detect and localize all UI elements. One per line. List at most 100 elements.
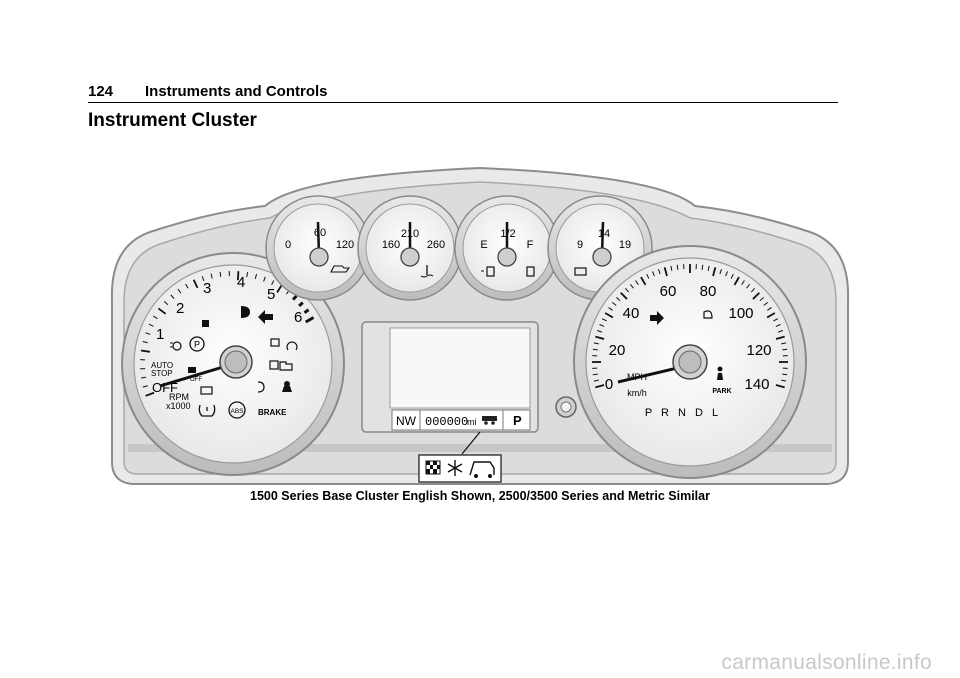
- fuel-door-icon: [481, 266, 495, 277]
- page-number: 124: [88, 83, 114, 100]
- tach-ticks-tick: [170, 294, 175, 299]
- gear-row: P R N D L: [645, 407, 721, 419]
- speedo-ticks-tick: [775, 384, 785, 389]
- tach-ticks-tick: [145, 332, 151, 335]
- tach-number-2: 2: [176, 300, 184, 317]
- tachometer: 1 2 3 4 5 6 OFF AUTO STOP RPM x1000 OFF …: [121, 252, 345, 476]
- airbag-icon: [282, 381, 292, 392]
- indicator-callout: [418, 431, 502, 483]
- speed-unit-kmh: km/h: [627, 388, 647, 398]
- speedo-ticks-tick: [652, 271, 655, 277]
- coolant-temp-gauge: 160 210 260: [357, 195, 463, 301]
- speedo-ticks-tick: [767, 307, 772, 311]
- speedo-ticks-tick: [763, 301, 769, 306]
- speedo-ticks-tick: [592, 348, 598, 351]
- oil-pressure-gauge: 0 60 120: [265, 195, 371, 301]
- speedo-ticks-tick: [676, 264, 679, 270]
- checkered-flag-icon: [425, 460, 441, 475]
- figure-caption: 1500 Series Base Cluster English Shown, …: [250, 489, 710, 503]
- tach-ticks-tick: [163, 301, 169, 306]
- speedo-ticks-tick: [782, 348, 788, 351]
- volt-tick-low: 9: [577, 239, 583, 251]
- center-display: NW 000000 mi P: [361, 321, 539, 433]
- fuel-gauge: E 1/2 F: [454, 195, 560, 301]
- snowflake-icon: [447, 460, 463, 476]
- temp-tick-high: 260: [427, 239, 445, 251]
- speedo-ticks-tick: [595, 384, 605, 389]
- tach-ticks-tick: [271, 280, 275, 286]
- page-header: 124 Instruments and Controls: [88, 82, 838, 103]
- fuel-tick-full: F: [527, 239, 534, 251]
- speedo-ticks-tick: [733, 276, 740, 286]
- speedo-ticks-tick: [629, 283, 634, 289]
- speedo-ticks-tick: [766, 312, 776, 319]
- trip-reset-stem: [555, 396, 577, 418]
- speedo-ticks-tick: [625, 287, 630, 293]
- section-title: Instrument Cluster: [88, 110, 257, 131]
- traction-off-label: OFF: [190, 377, 202, 383]
- speedo-ticks-tick: [658, 269, 661, 275]
- seatbelt-reminder-icon: [717, 366, 723, 380]
- speedo-ticks-tick: [635, 280, 639, 285]
- tach-number-3: 3: [203, 280, 211, 297]
- tach-ticks-tick: [145, 391, 155, 397]
- high-beam-icon: [241, 306, 250, 318]
- tach-ticks-tick: [142, 385, 148, 388]
- speedo-ticks-tick: [777, 330, 783, 333]
- headlamp-icon: [257, 381, 265, 393]
- speedometer-ticks: [592, 264, 788, 389]
- speed-number-40: 40: [623, 305, 640, 322]
- speedo-ticks-tick: [707, 265, 710, 271]
- speed-number-0: 0: [605, 376, 613, 393]
- speedo-ticks-tick: [646, 273, 650, 279]
- speed-number-80: 80: [700, 283, 717, 300]
- compass-heading: NW: [396, 414, 417, 428]
- turn-signal-icon: [258, 310, 273, 324]
- speedo-ticks-tick: [775, 324, 781, 327]
- turn-signal-right-icon: [650, 311, 664, 325]
- speedo-ticks-tick: [608, 307, 613, 311]
- speedo-ticks-tick: [593, 379, 599, 382]
- tach-ticks-tick: [185, 283, 189, 289]
- tach-ticks-tick: [254, 273, 258, 279]
- speedo-ticks-tick: [670, 265, 673, 271]
- tach-ticks-tick: [246, 272, 249, 278]
- gear-indicator: P: [513, 413, 522, 428]
- speedo-ticks-tick: [781, 379, 787, 382]
- rpm-unit-line1: RPM: [169, 392, 189, 402]
- speedo-ticks-tick: [592, 373, 598, 376]
- speed-number-60: 60: [660, 283, 677, 300]
- odometer-value: 000000: [425, 415, 468, 429]
- temp-tick-low: 160: [382, 239, 400, 251]
- driver-alert-icon: [703, 310, 713, 319]
- tach-number-4: 4: [237, 274, 245, 291]
- battery-icon: [200, 386, 213, 395]
- speedo-ticks-tick: [741, 280, 745, 285]
- speedo-ticks-tick: [781, 342, 787, 345]
- check-engine-icon: [279, 361, 293, 371]
- park-brake-icon: P: [189, 336, 205, 352]
- volt-tick-mid: 14: [598, 228, 610, 240]
- speedo-ticks-tick: [746, 283, 751, 289]
- speedo-ticks-tick: [595, 335, 605, 340]
- tach-ticks-tick: [210, 273, 213, 279]
- small-gauges: 0 60 120 160 210 260 E 1/2 F: [265, 195, 653, 301]
- tach-number-6: 6: [294, 309, 302, 326]
- speed-number-20: 20: [609, 342, 626, 359]
- speedo-ticks-tick: [620, 292, 628, 300]
- speedo-ticks-tick: [725, 271, 728, 277]
- abs-icon-label: ABS: [230, 408, 244, 415]
- speedo-ticks-tick: [752, 292, 760, 300]
- speedometer: 0 20 40 60 80 100 120 140 MPH km/h PARK …: [573, 245, 807, 479]
- tach-number-1: 1: [156, 326, 164, 343]
- cruise-icon: [286, 341, 298, 351]
- speedo-ticks-tick: [719, 269, 722, 275]
- oil-tick-high: 120: [336, 239, 354, 251]
- tachometer-ticks: [140, 271, 315, 397]
- speedo-ticks-tick: [773, 318, 779, 322]
- lane-keep-icon: [269, 360, 279, 370]
- tach-ticks-tick: [236, 271, 240, 281]
- foglamp-icon: [170, 341, 182, 351]
- speedo-ticks-tick: [615, 297, 621, 302]
